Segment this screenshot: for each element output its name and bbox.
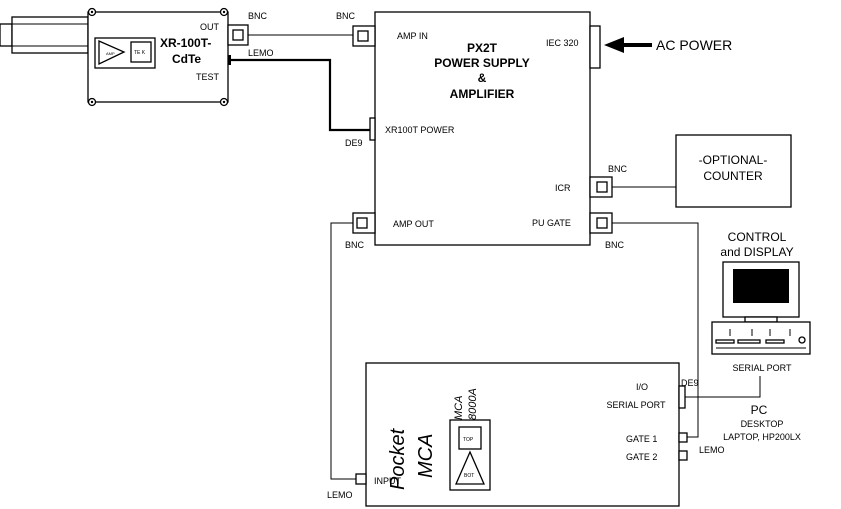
pc-laptop-label: LAPTOP, HP200LX — [723, 432, 801, 442]
mca-gate2-connector — [678, 450, 688, 461]
detector-name-line1: XR-100T- — [160, 36, 211, 50]
de9-power-label: DE9 — [345, 138, 363, 148]
counter-label-line1: -OPTIONAL- — [699, 153, 768, 167]
mca-title-line1: Pocket — [387, 427, 409, 490]
px2t-iec-socket — [589, 25, 601, 69]
pc-serial-port-label: SERIAL PORT — [732, 363, 792, 373]
pc-label: PC — [751, 403, 768, 417]
px2t-de9-socket — [369, 117, 376, 141]
detector-test-label: TEST — [196, 72, 220, 82]
detector-bnc-connector — [227, 24, 249, 46]
wire-lemo-to-de9-power — [231, 58, 370, 132]
px2t-title-line1: PX2T — [467, 41, 498, 55]
mca-io-line2: SERIAL PORT — [606, 400, 666, 410]
px2t-title-line3: & — [478, 71, 487, 85]
px2t-title-line2: POWER SUPPLY — [434, 56, 530, 70]
mca-io-line1: I/O — [636, 382, 648, 392]
mca-gate2-label: GATE 2 — [626, 452, 657, 462]
mca-input-connector — [355, 473, 367, 485]
bnc-amp-out-label: BNC — [345, 240, 365, 250]
px2t-iec-label: IEC 320 — [546, 38, 579, 48]
detector-inner-module: AMP TE K — [94, 37, 156, 69]
counter-label-line2: COUNTER — [703, 169, 763, 183]
mca-title-line2: MCA — [415, 434, 437, 478]
px2t-icr-label: ICR — [555, 183, 571, 193]
lemo-input-label: LEMO — [327, 490, 353, 500]
lemo-gate-label: LEMO — [699, 445, 725, 455]
mca-gate1-label: GATE 1 — [626, 434, 657, 444]
mca-model-line1: MCA — [453, 396, 465, 420]
wire-amp-out-to-mca-input — [330, 222, 356, 480]
mca-box — [365, 362, 680, 507]
bnc-pu-gate-label: BNC — [605, 240, 625, 250]
bnc-out-label: BNC — [248, 11, 268, 21]
lemo-test-label: LEMO — [248, 48, 274, 58]
pc-computer-icon — [711, 321, 811, 355]
pc-desktop-label: DESKTOP — [741, 419, 784, 429]
mca-gate1-connector — [678, 432, 688, 443]
counter-box — [675, 134, 792, 208]
detector-out-label: OUT — [200, 22, 220, 32]
pc-control-line2: and DISPLAY — [720, 245, 793, 259]
mca-de9-socket — [678, 385, 686, 409]
detector-inner-left-label: AMP — [106, 51, 115, 56]
px2t-amp-in-label: AMP IN — [397, 31, 428, 41]
detector-name-line2: CdTe — [172, 52, 201, 66]
detector-lemo-stub — [228, 55, 231, 65]
detector-probe — [0, 16, 89, 54]
bnc-icr-label: BNC — [608, 164, 628, 174]
px2t-amp-in-connector — [352, 25, 376, 47]
px2t-icr-connector — [589, 176, 613, 198]
pc-monitor-icon — [722, 261, 800, 323]
px2t-amp-out-connector — [352, 212, 376, 234]
px2t-box — [374, 11, 591, 246]
px2t-pu-gate-connector — [589, 212, 613, 234]
bnc-amp-in-label: BNC — [336, 11, 356, 21]
mca-input-label: INPUT — [374, 476, 402, 486]
ac-power-label: AC POWER — [656, 37, 732, 53]
px2t-amp-out-label: AMP OUT — [393, 219, 434, 229]
mca-model-line2: 8000A — [467, 388, 479, 420]
px2t-xr100t-power-label: XR100T POWER — [385, 125, 455, 135]
wire-mca-serial-to-pc — [685, 376, 761, 398]
wire-pu-gate-to-gate1 — [612, 222, 699, 438]
pc-control-line1: CONTROL — [728, 230, 787, 244]
px2t-title-line4: AMPLIFIER — [450, 87, 515, 101]
ac-power-arrow — [604, 37, 652, 53]
de9-serial-label: DE9 — [681, 378, 699, 388]
mca-chip-bottom-label: BOT — [464, 473, 474, 479]
mca-chip-module: TOP BOT — [449, 419, 491, 491]
mca-chip-top-label: TOP — [463, 437, 474, 443]
px2t-pu-gate-label: PU GATE — [532, 218, 571, 228]
detector-inner-right-label: TE K — [134, 50, 146, 56]
